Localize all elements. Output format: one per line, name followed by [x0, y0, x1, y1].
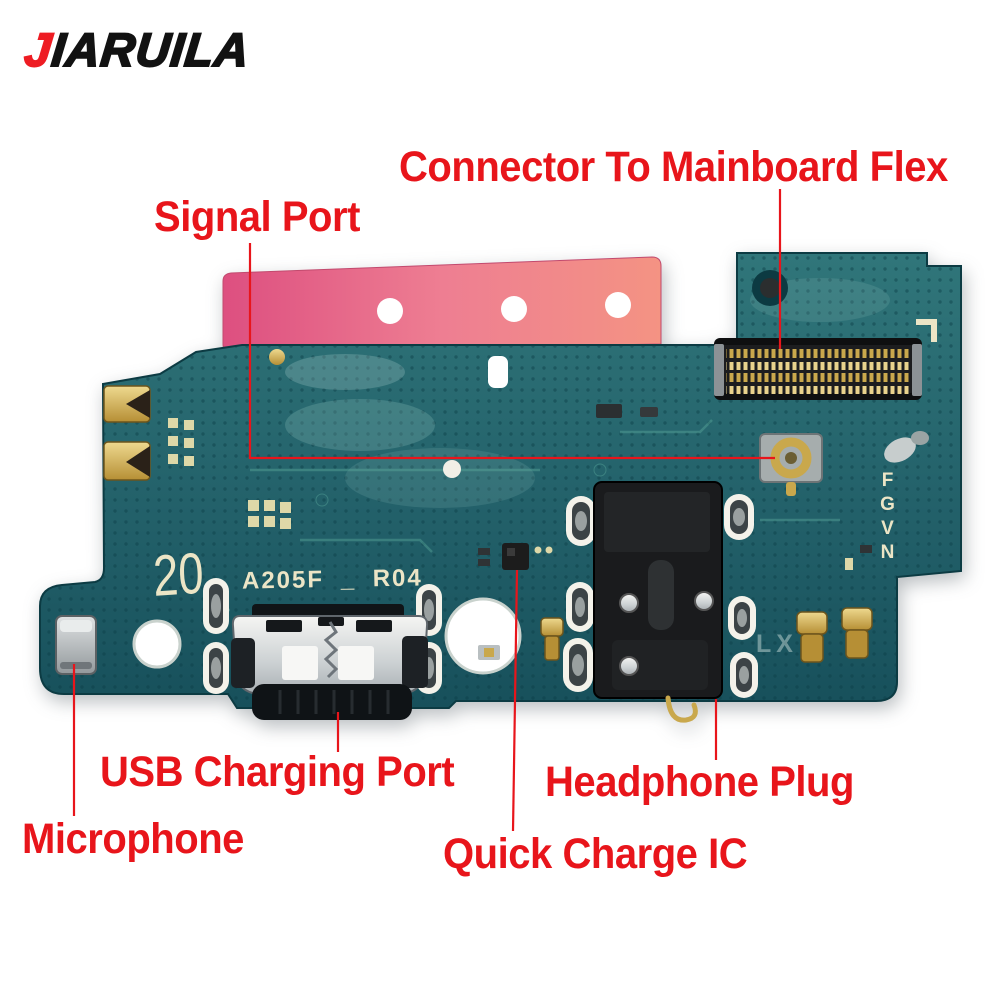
annotation-line-signal-port — [248, 243, 775, 460]
gold-pad — [269, 349, 285, 365]
quick-charge-ic — [502, 543, 529, 570]
solder-pad — [730, 652, 758, 698]
spring-wire — [665, 695, 698, 723]
annotation-lines — [72, 189, 782, 832]
mounting-hole — [132, 619, 182, 669]
mounting-hole — [444, 597, 522, 675]
brand-logo: JIARUILA — [21, 22, 253, 77]
mounting-hole — [443, 460, 461, 478]
label-quick-charge-ic: Quick Charge IC — [443, 830, 748, 878]
solder-blob — [884, 437, 916, 463]
board-slot — [488, 356, 508, 388]
usb-charging-port — [231, 604, 429, 720]
solder-pads — [203, 494, 758, 698]
silkscreen-corner-code: LX — [756, 630, 798, 658]
silkscreen-corner-mark — [916, 319, 937, 342]
label-signal-port: Signal Port — [154, 193, 360, 241]
headphone-jack — [593, 481, 723, 723]
silkscreen-model-number: A205F _ R04 — [241, 564, 423, 595]
silkscreen-vertical-code: FGVN — [877, 470, 898, 566]
solder-pad — [566, 582, 594, 632]
antenna-contact-clips — [103, 385, 151, 481]
smd-components — [168, 404, 872, 660]
flex-cable — [222, 256, 662, 353]
spring-contacts — [540, 607, 873, 663]
label-microphone: Microphone — [22, 815, 244, 863]
solder-pad — [728, 596, 756, 640]
silkscreen-big-number: 20 — [151, 540, 205, 609]
label-usb-charging-port: USB Charging Port — [100, 748, 455, 796]
microphone-component — [55, 615, 97, 675]
flex-hole — [605, 292, 631, 318]
mounting-hole — [752, 270, 788, 306]
annotation-line-quick-charge — [511, 569, 519, 832]
flex-hole — [377, 298, 403, 324]
solder-pad — [566, 496, 596, 546]
label-headphone-plug: Headphone Plug — [545, 758, 854, 806]
mainboard-connector — [714, 338, 922, 400]
pcb-board — [39, 252, 962, 709]
solder-blob — [911, 431, 929, 445]
flex-hole — [501, 296, 527, 322]
logo-rest: IARUILA — [48, 22, 253, 77]
solder-pad — [724, 494, 754, 540]
solder-pad — [563, 638, 593, 692]
solder-pad — [203, 578, 229, 634]
label-connector-to-mainboard-flex: Connector To Mainboard Flex — [399, 143, 948, 191]
solder-pad — [203, 642, 229, 694]
